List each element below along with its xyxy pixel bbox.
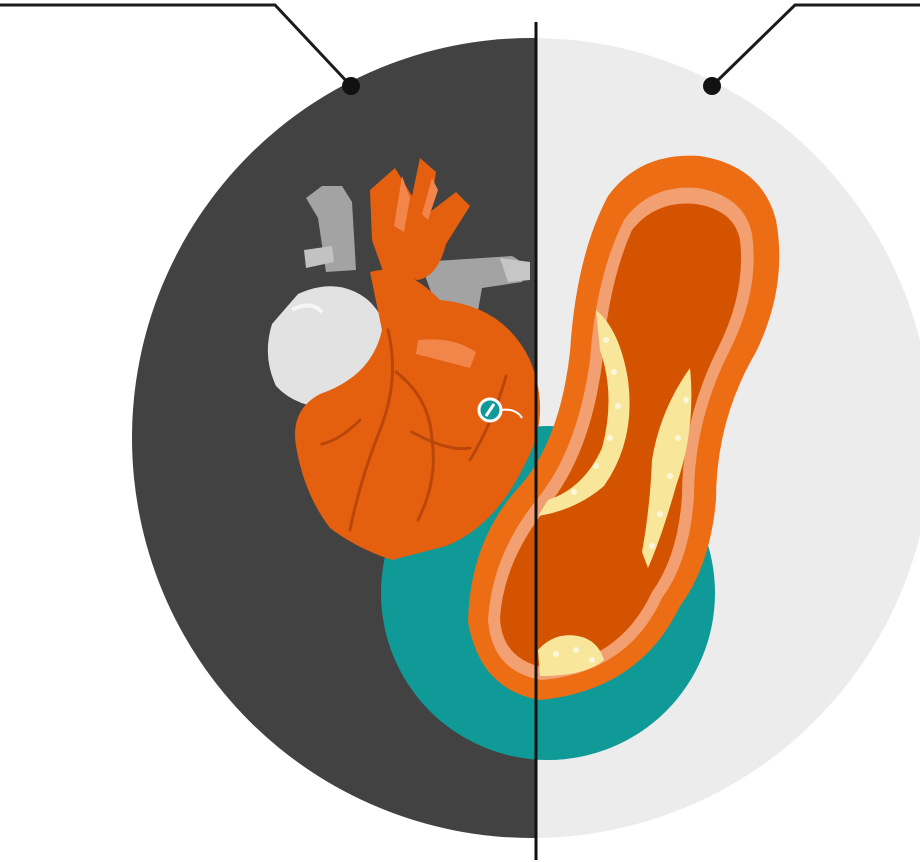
right-callout-line bbox=[703, 5, 920, 95]
left-callout-line bbox=[0, 5, 360, 95]
